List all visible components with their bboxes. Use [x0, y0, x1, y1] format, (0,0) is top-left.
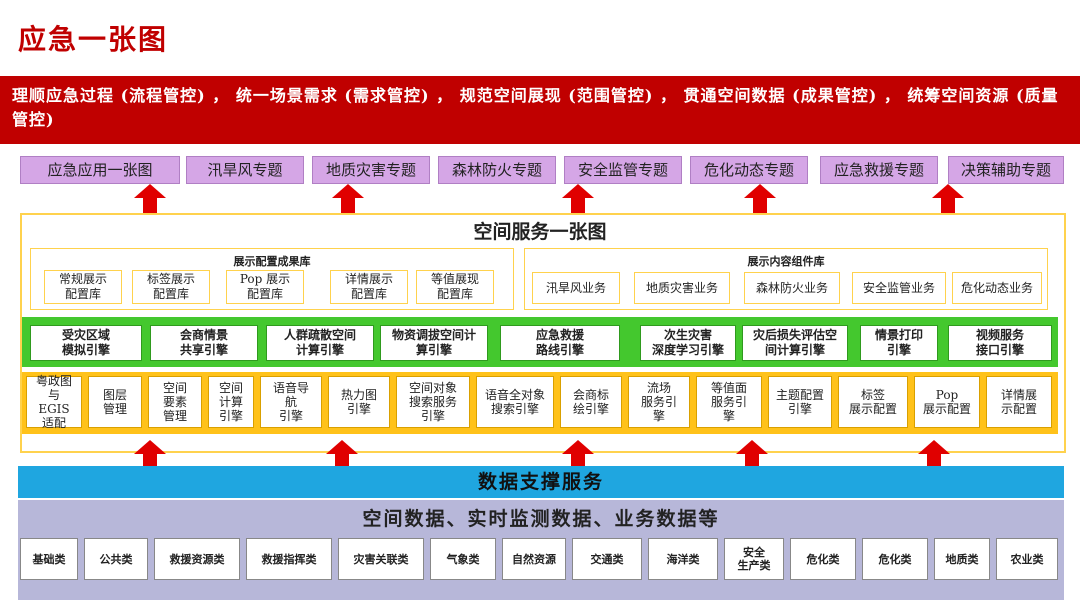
up-arrow-icon [932, 184, 964, 214]
config-library-item: 详情展示 配置库 [330, 270, 408, 304]
component-box: 流场 服务引 擎 [628, 376, 690, 428]
config-library-item: 常规展示 配置库 [44, 270, 122, 304]
component-box: 详情展 示配置 [986, 376, 1052, 428]
engine-box: 物资调拔空间计 算引擎 [380, 325, 488, 361]
data-type-box: 安全 生产类 [724, 538, 784, 580]
data-type-box: 基础类 [20, 538, 78, 580]
topic-box: 决策辅助专题 [948, 156, 1064, 184]
topic-box: 应急应用一张图 [20, 156, 180, 184]
engine-box: 灾后损失评估空 间计算引擎 [742, 325, 848, 361]
topic-box: 应急救援专题 [820, 156, 938, 184]
space-service-title: 空间服务一张图 [473, 221, 607, 243]
component-box: 语音全对象 搜索引擎 [476, 376, 554, 428]
topic-box: 汛旱风专题 [186, 156, 304, 184]
component-box: 热力图 引擎 [328, 376, 390, 428]
engine-box: 应急救援 路线引擎 [500, 325, 620, 361]
data-type-box: 危化类 [862, 538, 928, 580]
config-library-item: Pop 展示 配置库 [226, 270, 304, 304]
data-type-box: 灾害关联类 [338, 538, 424, 580]
data-support-band: 数据支撑服务 [18, 466, 1064, 498]
up-arrow-icon [562, 440, 594, 466]
topic-box: 危化动态专题 [690, 156, 808, 184]
principles-banner: 理顺应急过程 (流程管控) ， 统一场景需求 (需求管控) ， 规范空间展现 (… [0, 76, 1080, 144]
up-arrow-icon [326, 440, 358, 466]
data-base-title: 空间数据、实时监测数据、业务数据等 [362, 508, 720, 530]
component-box: Pop 展示配置 [914, 376, 980, 428]
component-library-item: 汛旱风业务 [532, 272, 620, 304]
component-box: 图层 管理 [88, 376, 142, 428]
up-arrow-icon [744, 184, 776, 214]
data-type-box: 交通类 [572, 538, 642, 580]
up-arrow-icon [918, 440, 950, 466]
data-type-box: 自然资源 [502, 538, 566, 580]
data-type-box: 农业类 [996, 538, 1058, 580]
data-type-box: 救援指挥类 [246, 538, 332, 580]
topic-box: 安全监管专题 [564, 156, 682, 184]
component-box: 会商标 绘引擎 [560, 376, 622, 428]
component-box: 等值面 服务引 擎 [696, 376, 762, 428]
up-arrow-icon [134, 184, 166, 214]
config-library-item: 标签展示 配置库 [132, 270, 210, 304]
data-type-box: 气象类 [430, 538, 496, 580]
engine-box: 次生灾害 深度学习引擎 [640, 325, 736, 361]
data-type-box: 地质类 [934, 538, 990, 580]
component-library-item: 森林防火业务 [744, 272, 840, 304]
component-box: 空间 要素 管理 [148, 376, 202, 428]
data-type-box: 公共类 [84, 538, 148, 580]
data-type-box: 救援资源类 [154, 538, 240, 580]
component-box: 粤政图 与 EGIS 适配 [26, 374, 82, 430]
page-title: 应急一张图 [18, 23, 169, 56]
component-box: 空间对象 搜索服务 引擎 [396, 376, 470, 428]
engine-box: 情景打印 引擎 [860, 325, 938, 361]
data-type-box: 危化类 [790, 538, 856, 580]
component-library-item: 安全监管业务 [852, 272, 946, 304]
component-library-item: 地质灾害业务 [634, 272, 730, 304]
engine-box: 会商情景 共享引擎 [150, 325, 258, 361]
engine-box: 视频服务 接口引擎 [948, 325, 1052, 361]
component-box: 空间 计算 引擎 [208, 376, 254, 428]
up-arrow-icon [736, 440, 768, 466]
component-box: 标签 展示配置 [838, 376, 908, 428]
engine-box: 受灾区域 模拟引擎 [30, 325, 142, 361]
topic-box: 地质灾害专题 [312, 156, 430, 184]
topic-box: 森林防火专题 [438, 156, 556, 184]
config-library-title: 展示配置成果库 [233, 255, 311, 268]
data-type-box: 海洋类 [648, 538, 718, 580]
up-arrow-icon [332, 184, 364, 214]
component-box: 主题配置 引擎 [768, 376, 832, 428]
component-library-title: 展示内容组件库 [747, 255, 825, 268]
config-library-item: 等值展现 配置库 [416, 270, 494, 304]
up-arrow-icon [562, 184, 594, 214]
component-library-item: 危化动态业务 [952, 272, 1042, 304]
engine-box: 人群疏散空间 计算引擎 [266, 325, 374, 361]
component-box: 语音导 航 引擎 [260, 376, 322, 428]
up-arrow-icon [134, 440, 166, 466]
